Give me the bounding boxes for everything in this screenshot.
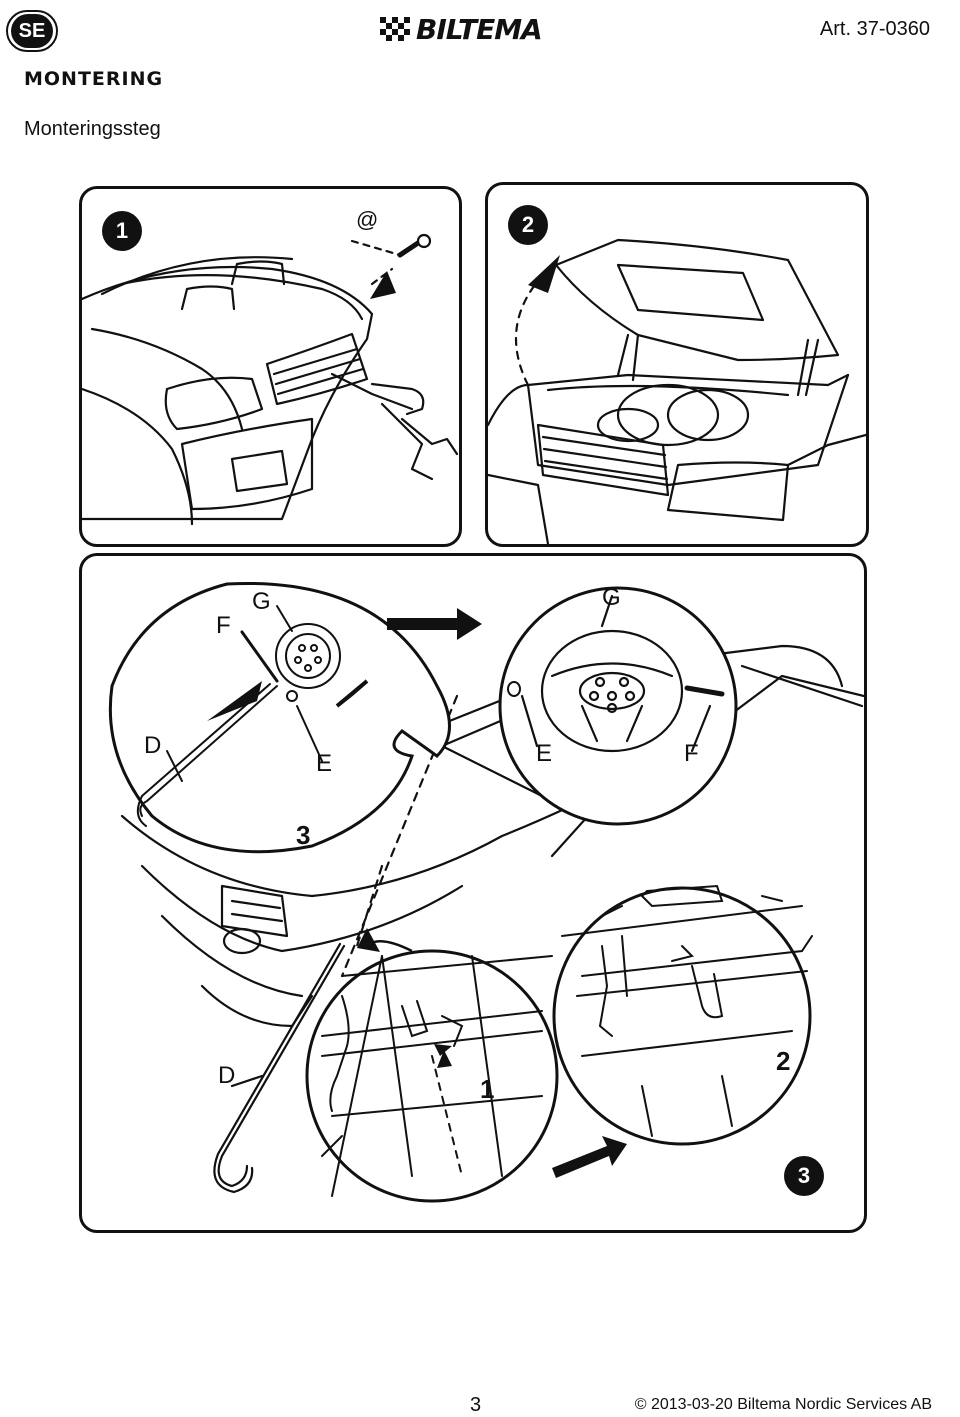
subtitle: Monteringssteg bbox=[24, 118, 161, 140]
part-label-at: @ bbox=[356, 207, 379, 232]
step-3-illustration bbox=[108, 581, 864, 1203]
checkered-flag-icon bbox=[380, 17, 410, 41]
inset-right-detail bbox=[498, 586, 738, 826]
brand-logo: BILTEMA bbox=[380, 12, 543, 46]
part-label-f-right: F bbox=[684, 740, 699, 767]
copyright-notice: © 2013-03-20 Biltema Nordic Services AB bbox=[634, 1396, 932, 1413]
step-3-panel: F G D E 3 G E F D 1 2 3 bbox=[79, 553, 867, 1233]
inset-step-number: 3 bbox=[296, 820, 311, 850]
section-title: MONTERING bbox=[24, 68, 164, 90]
page-number: 3 bbox=[470, 1394, 482, 1416]
part-label-d-bottom: D bbox=[218, 1062, 236, 1089]
part-label-g-left: G bbox=[252, 588, 271, 615]
substep-2-label: 2 bbox=[776, 1046, 791, 1076]
substep-1-label: 1 bbox=[480, 1074, 495, 1104]
step-1-badge: 1 bbox=[102, 211, 142, 251]
part-label-g-right: G bbox=[602, 584, 621, 611]
brand-wordmark: BILTEMA bbox=[416, 12, 543, 46]
step-2-illustration bbox=[488, 238, 866, 544]
part-label-e-left: E bbox=[316, 750, 333, 777]
part-label-e-right: E bbox=[536, 740, 553, 767]
article-number: Art. 37-0360 bbox=[819, 18, 930, 40]
inset-bottom-left bbox=[305, 949, 559, 1203]
step-2-panel: 2 bbox=[485, 182, 869, 547]
inset-bottom-right bbox=[552, 884, 813, 1146]
step-1-illustration bbox=[82, 233, 459, 526]
language-code: SE bbox=[11, 14, 53, 48]
step-2-badge: 2 bbox=[508, 205, 548, 245]
step-1-panel: 1 @ bbox=[79, 186, 462, 547]
part-label-f-left: F bbox=[216, 612, 231, 639]
inset-left-detail bbox=[108, 581, 451, 854]
part-label-d-left: D bbox=[144, 732, 162, 759]
step-3-badge: 3 bbox=[784, 1156, 824, 1196]
language-badge: SE bbox=[6, 10, 58, 52]
